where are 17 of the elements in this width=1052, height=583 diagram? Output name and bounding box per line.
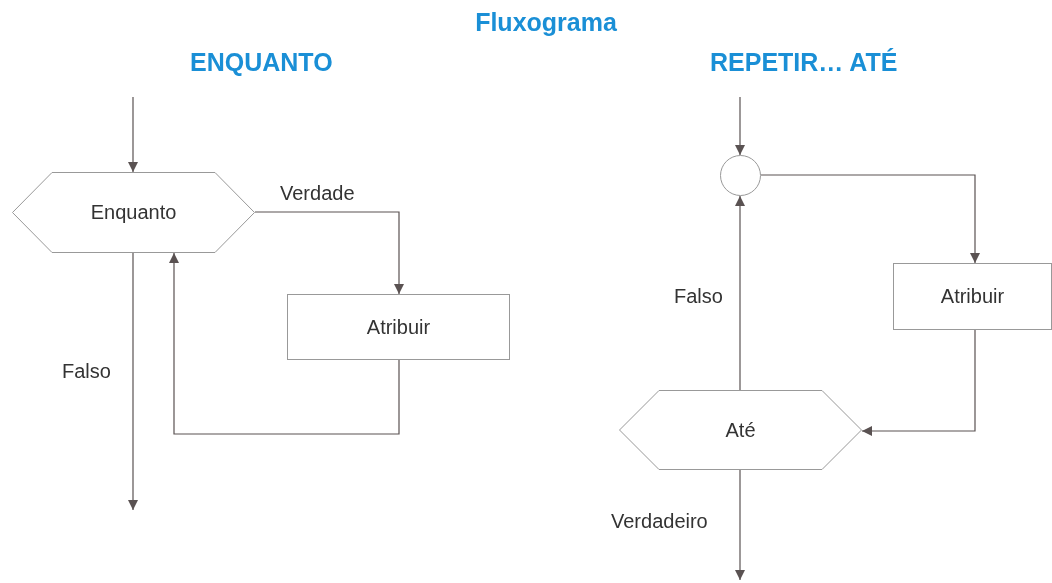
arrow (128, 96, 138, 173)
process-box: Atribuir (287, 294, 510, 360)
section-heading: REPETIR… ATÉ (710, 48, 898, 77)
section-heading: ENQUANTO (190, 48, 333, 77)
hexagon-node: Enquanto (12, 172, 255, 253)
arrow (735, 96, 745, 156)
hexagon-node: Até (619, 390, 862, 470)
process-box: Atribuir (893, 263, 1052, 330)
arrow (861, 329, 976, 436)
arrow (169, 252, 400, 435)
arrow (760, 174, 980, 264)
arrow (735, 469, 745, 581)
arrow (254, 211, 404, 295)
arrow (128, 252, 138, 511)
connector-circle (720, 155, 761, 196)
arrow (735, 195, 745, 391)
diagram-title: Fluxograma (474, 8, 618, 37)
